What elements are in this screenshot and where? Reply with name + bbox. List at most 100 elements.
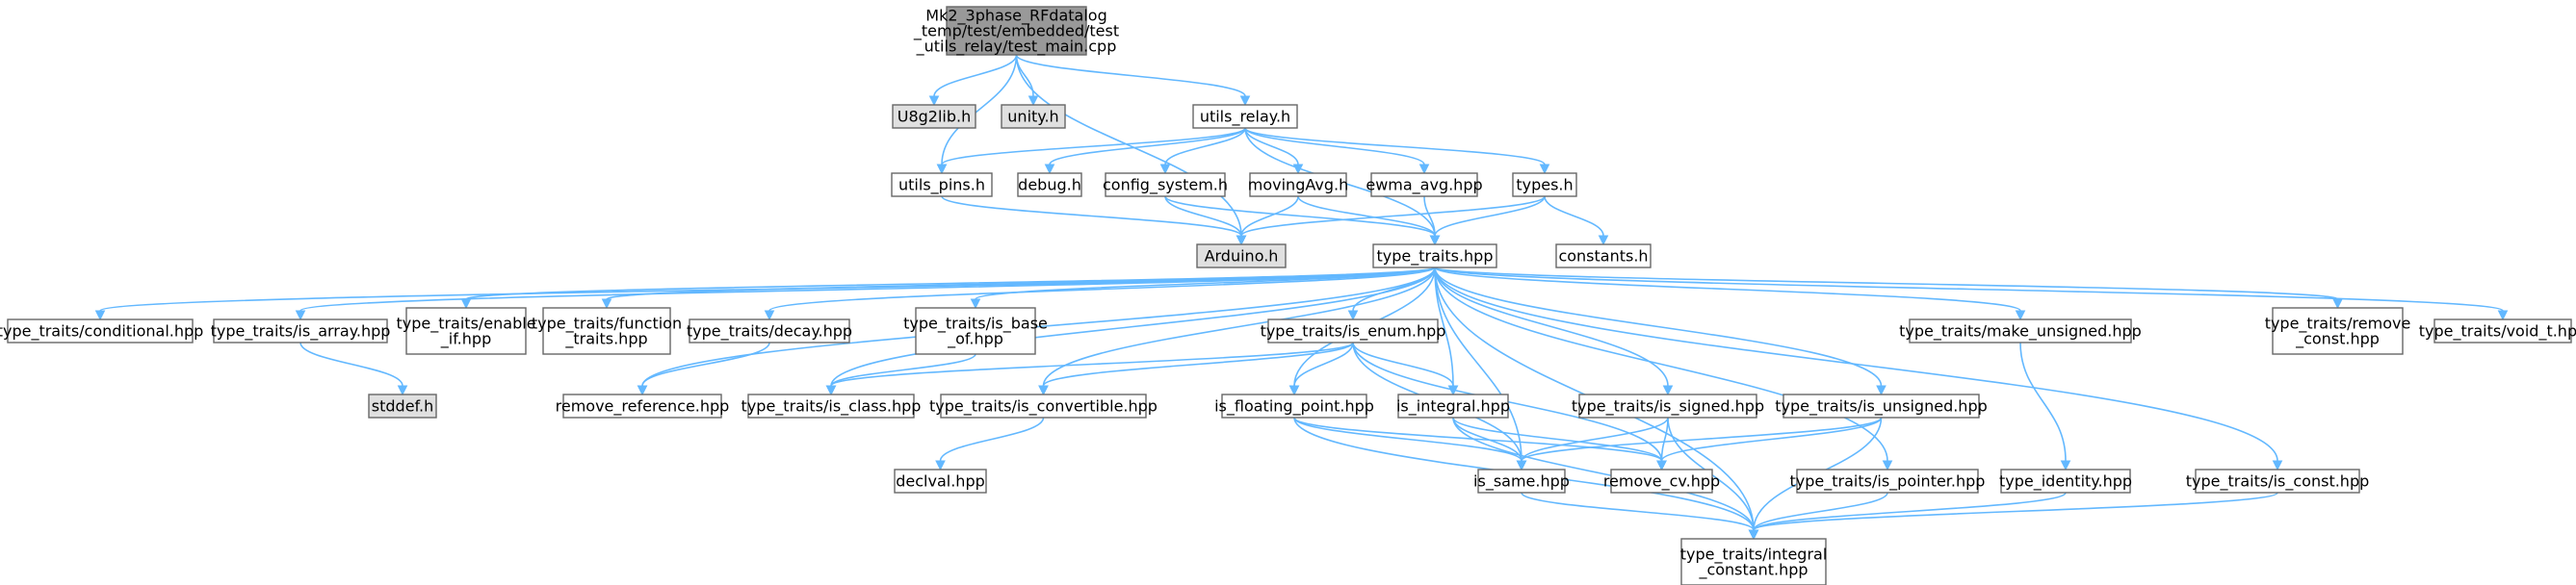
edge-arrowhead — [1044, 164, 1055, 175]
node-label: ewma_avg.hpp — [1366, 176, 1482, 195]
node-declval[interactable]: declval.hpp — [894, 469, 987, 494]
edge-arrowhead — [2272, 460, 2283, 471]
node-box — [405, 307, 527, 355]
node-box — [1221, 394, 1367, 419]
edge-line — [1423, 195, 1436, 237]
node-ewma-avg[interactable]: ewma_avg.hpp — [1366, 172, 1483, 197]
node-box — [1017, 172, 1082, 197]
node-function-traits[interactable]: type_traits/function_traits.hpp — [532, 307, 682, 355]
edge-arrowhead — [1516, 460, 1527, 471]
edge-arrowhead — [637, 385, 648, 396]
edge-arrowhead — [1239, 95, 1251, 107]
edge-line — [1244, 127, 1425, 165]
node-is-pointer[interactable]: type_traits/is_pointer.hpp — [1790, 469, 1986, 494]
node-enable-if[interactable]: type_traits/enable_if.hpp — [396, 307, 536, 355]
node-label: type_traits/is_class.hpp — [742, 397, 922, 417]
node-box — [213, 318, 388, 343]
node-unity[interactable]: unity.h — [1001, 104, 1066, 129]
edge-arrowhead — [2060, 460, 2071, 471]
node-constants[interactable]: constants.h — [1555, 243, 1652, 268]
edge-line — [830, 267, 1436, 387]
node-box — [1512, 172, 1577, 197]
node-is-array[interactable]: type_traits/is_array.hpp — [211, 318, 391, 343]
node-box — [689, 318, 850, 343]
node-box — [1192, 104, 1298, 129]
edge-line — [1297, 195, 1436, 237]
node-conditional[interactable]: type_traits/conditional.hpp — [0, 318, 203, 343]
node-is-same[interactable]: is_same.hpp — [1473, 469, 1570, 494]
node-stddef[interactable]: stddef.h — [368, 394, 437, 419]
node-utils-pins[interactable]: utils_pins.h — [891, 172, 993, 197]
edge-line — [2019, 342, 2067, 462]
node-root[interactable]: Mk2_3phase_RFdatalog_temp/test/embedded/… — [913, 6, 1119, 57]
node-label: type_traits/is_pointer.hpp — [1790, 472, 1986, 492]
node-is-convertible[interactable]: type_traits/is_convertible.hpp — [929, 394, 1158, 419]
node-type-identity[interactable]: type_identity.hpp — [1999, 469, 2132, 494]
node-label: type_traits/is_unsigned.hpp — [1775, 397, 1988, 417]
edge-line — [1240, 195, 1546, 237]
node-movingavg[interactable]: movingAvg.h — [1248, 172, 1348, 197]
node-label: stddef.h — [372, 397, 433, 416]
edge-line — [939, 417, 1045, 462]
node-label: is_same.hpp — [1473, 472, 1570, 492]
edge-arrowhead — [1656, 460, 1667, 471]
node-remove-const[interactable]: type_traits/remove_const.hpp — [2265, 307, 2411, 355]
node-utils-relay[interactable]: utils_relay.h — [1192, 104, 1298, 129]
node-is-class[interactable]: type_traits/is_class.hpp — [742, 394, 922, 419]
node-label: type_traits/conditional.hpp — [0, 322, 203, 342]
node-remove-cv[interactable]: remove_cv.hpp — [1603, 469, 1720, 494]
node-box — [1105, 172, 1226, 197]
node-label: type_traits/is_array.hpp — [211, 322, 391, 342]
edge-is_unsigned-to-is_same — [1516, 417, 1883, 471]
node-box — [1477, 469, 1566, 494]
edge-type_traits-to-make_unsigned — [1434, 267, 2026, 321]
node-is-enum[interactable]: type_traits/is_enum.hpp — [1261, 318, 1446, 343]
node-u8g2lib[interactable]: U8g2lib.h — [892, 104, 976, 129]
node-label: _const.hpp — [2295, 330, 2380, 349]
node-label: _temp/test/embedded/test — [913, 22, 1119, 41]
node-decay[interactable]: type_traits/decay.hpp — [687, 318, 852, 343]
node-void-t[interactable]: type_traits/void_t.hpp — [2419, 318, 2576, 343]
edge-types-to-type_traits — [1429, 195, 1546, 246]
node-remove-reference[interactable]: remove_reference.hpp — [556, 394, 730, 419]
edge-utils_pins-to-arduino — [941, 195, 1247, 246]
node-debug[interactable]: debug.h — [1017, 172, 1082, 197]
edge-type_traits-to-is_array — [295, 267, 1436, 321]
edge-line — [1244, 127, 1299, 165]
node-is-const[interactable]: type_traits/is_const.hpp — [2186, 469, 2370, 494]
node-types[interactable]: types.h — [1512, 172, 1577, 197]
node-label: type_traits/void_t.hpp — [2419, 322, 2576, 342]
node-label: debug.h — [1018, 176, 1081, 194]
edge-line — [1434, 267, 2278, 462]
node-label: type_traits/function — [532, 315, 682, 334]
node-make-unsigned[interactable]: type_traits/make_unsigned.hpp — [1899, 318, 2142, 343]
edge-line — [830, 342, 1354, 387]
edge-is_pointer-to-integral_constant — [1748, 492, 1888, 541]
node-label: _utils_relay/test_main.cpp — [916, 38, 1117, 57]
node-label: _traits.hpp — [564, 330, 647, 349]
edge-type_traits-to-is_const — [1434, 267, 2283, 471]
node-config-system[interactable]: config_system.h — [1103, 172, 1228, 197]
node-is-floating-point[interactable]: is_floating_point.hpp — [1214, 394, 1374, 419]
edge-arrowhead — [1539, 164, 1550, 175]
edge-line — [1293, 342, 1354, 387]
node-box — [1370, 172, 1478, 197]
node-is-integral[interactable]: is_integral.hpp — [1396, 394, 1510, 419]
node-is-base-of[interactable]: type_traits/is_base_of.hpp — [903, 307, 1048, 355]
edge-arrowhead — [397, 385, 408, 396]
node-is-unsigned[interactable]: type_traits/is_unsigned.hpp — [1775, 394, 1988, 419]
node-box — [7, 318, 194, 343]
node-is-signed[interactable]: type_traits/is_signed.hpp — [1572, 394, 1764, 419]
edge-movingavg-to-type_traits — [1297, 195, 1441, 246]
node-label: remove_reference.hpp — [556, 397, 730, 417]
edge-utils_relay-to-utils_pins — [936, 127, 1246, 175]
edge-line — [941, 195, 1242, 237]
edge-arrowhead — [1288, 385, 1300, 396]
edge-arrowhead — [2497, 310, 2509, 321]
node-type-traits[interactable]: type_traits.hpp — [1372, 243, 1497, 268]
node-arduino[interactable]: Arduino.h — [1196, 243, 1287, 268]
node-label: declval.hpp — [896, 472, 985, 491]
edge-arrowhead — [2015, 310, 2026, 321]
node-integral-constant[interactable]: type_traits/integral_constant.hpp — [1680, 538, 1828, 585]
